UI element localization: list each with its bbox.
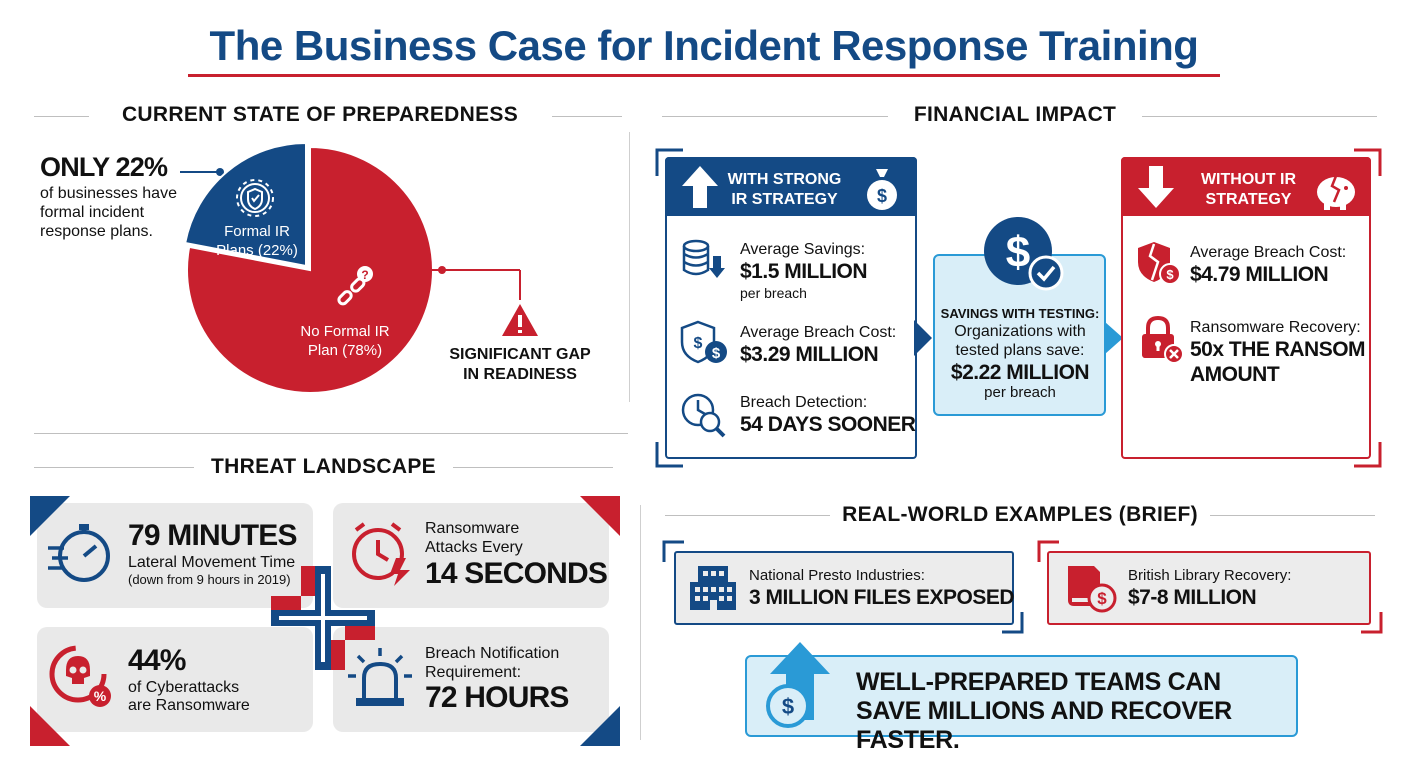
conclusion-banner xyxy=(745,655,1298,737)
example-value: $7-8 MILLION xyxy=(1128,586,1257,609)
gear-shield-icon xyxy=(236,179,274,217)
broken-chain-icon: ? xyxy=(337,266,373,306)
pie-label-formal: Formal IR Plans (22%) xyxy=(216,223,298,259)
section-heading-examples: REAL-WORLD EXAMPLES (BRIEF) xyxy=(842,503,1198,526)
without-item-label: Ransomware Recovery: xyxy=(1190,319,1361,336)
dollar-check-icon: $ xyxy=(984,217,1064,291)
svg-text:$: $ xyxy=(694,335,703,352)
with-item-value: 54 DAYS SOONER xyxy=(740,413,916,436)
preparedness-description: of businesses have formal incident respo… xyxy=(40,185,177,240)
svg-text:$: $ xyxy=(1006,228,1030,277)
section-heading-threat: THREAT LANDSCAPE xyxy=(211,455,436,478)
threat-label: Breach Notification xyxy=(425,645,560,662)
example-card-brackets xyxy=(662,540,1024,634)
svg-text:?: ? xyxy=(361,268,368,282)
with-item-label: Breach Detection: xyxy=(740,394,868,411)
shield-dollar-icon: $ $ xyxy=(680,320,727,364)
testing-title: SAVINGS WITH TESTING: xyxy=(940,306,1100,321)
threat-card xyxy=(333,627,609,732)
svg-text:$: $ xyxy=(712,345,721,362)
example-card-brackets xyxy=(1037,540,1383,634)
skull-icon: % xyxy=(49,645,111,707)
threat-label: Attacks Every xyxy=(425,539,523,556)
svg-text:$: $ xyxy=(877,186,887,206)
threat-value: 44% xyxy=(128,644,186,677)
padlock-icon xyxy=(1142,316,1184,364)
without-item-value: $4.79 MILLION xyxy=(1190,263,1329,286)
section-heading-financial: FINANCIAL IMPACT xyxy=(913,103,1117,126)
section-rule xyxy=(34,433,628,434)
testing-line1: Organizations with xyxy=(954,323,1086,340)
without-box-brackets xyxy=(1354,148,1382,468)
with-box-brackets xyxy=(655,148,683,468)
without-item-value: 50x THE RANSOM AMOUNT xyxy=(1190,338,1366,386)
threat-corner-decor xyxy=(30,496,620,746)
arrow-right-icon xyxy=(914,320,932,356)
threat-value: 79 MINUTES xyxy=(128,519,298,552)
money-bag-icon: $ xyxy=(867,169,897,210)
testing-line2: tested plans save: xyxy=(955,342,1085,359)
pie-slice xyxy=(186,145,434,394)
clock-search-icon xyxy=(681,393,726,438)
page-title: The Business Case for Incident Response … xyxy=(209,22,1199,69)
preparedness-highlight: ONLY 22% xyxy=(40,152,168,182)
conclusion-text: WELL-PREPARED TEAMS CAN SAVE MILLIONS AN… xyxy=(856,668,1232,754)
threat-label: Ransomware xyxy=(425,520,520,537)
svg-text:%: % xyxy=(94,688,107,704)
example-label: British Library Recovery: xyxy=(1128,567,1292,584)
without-strategy-title: WITHOUT IR STRATEGY xyxy=(1200,171,1297,208)
with-strategy-title: WITH STRONG IR STRATEGY xyxy=(727,171,842,208)
dollar-arrow-up-icon: $ xyxy=(766,642,830,728)
with-item-value: $1.5 MILLION xyxy=(740,260,868,283)
section-rule xyxy=(1210,515,1375,516)
arrow-down-icon xyxy=(1138,166,1174,208)
with-item-sub: per breach xyxy=(740,285,807,301)
siren-icon xyxy=(348,648,412,706)
building-icon xyxy=(690,566,736,610)
threat-label: Lateral Movement Time xyxy=(128,554,296,571)
book-dollar-icon: $ xyxy=(1068,566,1117,613)
section-rule xyxy=(552,116,622,117)
threat-label: are Ransomware xyxy=(128,697,250,714)
broken-piggy-bank-icon xyxy=(1317,175,1355,210)
section-rule xyxy=(34,116,89,117)
with-item-label: Average Breach Cost: xyxy=(740,324,897,341)
example-value: 3 MILLION FILES EXPOSED xyxy=(749,586,1015,609)
svg-text:$: $ xyxy=(782,694,794,719)
with-item-label: Average Savings: xyxy=(740,241,866,258)
section-rule xyxy=(1142,116,1377,117)
warning-icon xyxy=(502,304,538,336)
section-rule xyxy=(662,116,888,117)
with-item-value: $3.29 MILLION xyxy=(740,343,879,366)
without-item-label: Average Breach Cost: xyxy=(1190,244,1347,261)
threat-value: 72 HOURS xyxy=(425,681,569,714)
threat-value: 14 SECONDS xyxy=(425,557,608,590)
vertical-divider-lower xyxy=(640,505,641,740)
section-heading-preparedness: CURRENT STATE OF PREPAREDNESS xyxy=(121,103,519,126)
pie-label-no-formal: No Formal IR Plan (78%) xyxy=(300,323,390,359)
threat-note: (down from 9 hours in 2019) xyxy=(128,572,291,587)
svg-text:$: $ xyxy=(1097,589,1107,608)
example-label: National Presto Industries: xyxy=(749,567,925,584)
coins-down-icon xyxy=(682,239,725,278)
stopwatch-icon xyxy=(48,524,110,582)
threat-label: Requirement: xyxy=(425,664,522,681)
section-rule xyxy=(453,467,613,468)
title-underline xyxy=(188,74,1220,77)
threat-label: of Cyberattacks xyxy=(128,679,240,696)
broken-shield-icon: $ xyxy=(1138,242,1181,285)
arrow-right-icon xyxy=(1105,322,1123,354)
vertical-divider xyxy=(629,132,630,402)
arrow-up-icon xyxy=(682,166,718,208)
svg-text:$: $ xyxy=(1166,267,1174,282)
gap-label: SIGNIFICANT GAP IN READINESS xyxy=(449,346,591,383)
threat-card xyxy=(37,503,313,608)
preparedness-pie-chart: ? xyxy=(180,141,538,394)
testing-value: $2.22 MILLION xyxy=(950,361,1090,384)
pie-slice xyxy=(184,141,307,268)
section-rule xyxy=(665,515,830,516)
section-rule xyxy=(34,467,194,468)
alarm-clock-icon xyxy=(352,522,410,586)
testing-sub: per breach xyxy=(984,384,1056,401)
